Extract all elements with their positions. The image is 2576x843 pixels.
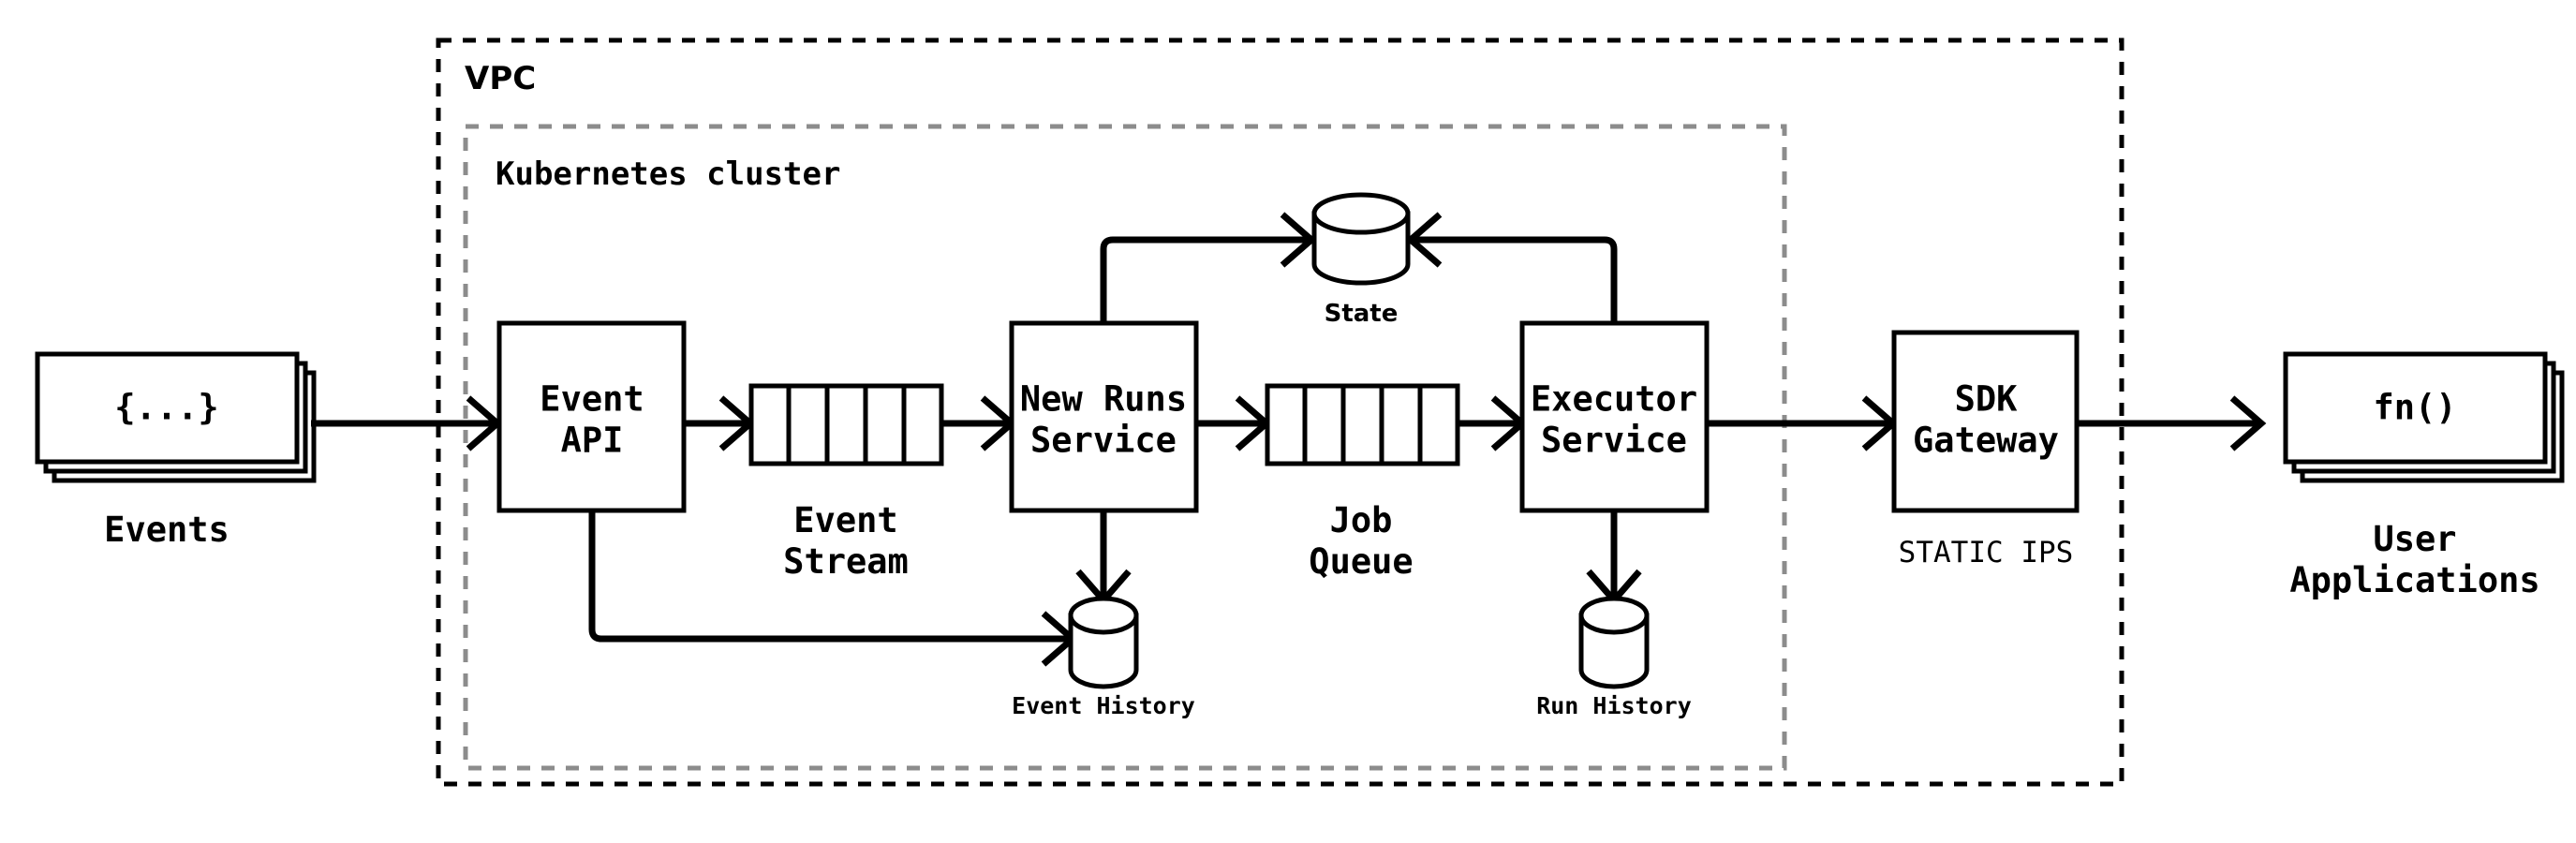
edge-executor-service-to-state bbox=[1405, 212, 1618, 323]
executor-service-label-line2: Service bbox=[1541, 421, 1687, 461]
state-cylinder-top bbox=[1311, 192, 1411, 235]
event-api-box bbox=[496, 320, 687, 513]
node-run-history[interactable] bbox=[1578, 596, 1650, 689]
vpc-border-rect bbox=[436, 37, 2124, 787]
node-executor-service[interactable]: Executor Service bbox=[1519, 320, 1710, 513]
arrow-head-icon bbox=[2229, 395, 2267, 451]
zone-kubernetes-cluster: Kubernetes cluster bbox=[463, 124, 1787, 771]
node-event-stream[interactable] bbox=[748, 383, 944, 466]
sdk-gateway-box bbox=[1891, 330, 2080, 513]
node-events[interactable]: {...} bbox=[35, 351, 317, 483]
events-payload-label: {...} bbox=[114, 388, 218, 428]
edge-new-runs-service-to-state bbox=[1100, 212, 1317, 323]
run-history-cylinder-body bbox=[1578, 613, 1650, 689]
sdk-gateway-label-line2: Gateway bbox=[1913, 421, 2059, 461]
new-runs-service-label-line1: New Runs bbox=[1020, 379, 1187, 420]
edge-events-to-event-api bbox=[311, 395, 503, 451]
event-stream-caption-line1: Event bbox=[793, 500, 897, 540]
state-caption: State bbox=[1325, 300, 1399, 328]
edge-event-api-to-event-stream bbox=[684, 395, 756, 451]
node-event-api[interactable]: Event API bbox=[496, 320, 687, 513]
job-queue-caption-line1: Job bbox=[1330, 500, 1393, 540]
sdk-gateway-annotation: STATIC IPS bbox=[1899, 536, 2074, 569]
event-stream-caption-line2: Stream bbox=[783, 541, 909, 582]
edge-event-stream-to-new-runs-service bbox=[941, 395, 1017, 451]
job-queue-caption-line2: Queue bbox=[1309, 541, 1413, 582]
user-applications-caption-line1: User bbox=[2373, 519, 2456, 559]
vpc-label: VPC bbox=[465, 60, 536, 97]
arrow-head-icon bbox=[1405, 212, 1443, 268]
node-event-history[interactable] bbox=[1068, 596, 1139, 689]
events-stack-layer-1 bbox=[35, 351, 300, 465]
event-stream-queue-box bbox=[748, 383, 944, 466]
job-queue-box bbox=[1265, 383, 1460, 466]
node-job-queue[interactable] bbox=[1265, 383, 1460, 466]
edge-executor-service-to-run-history bbox=[1586, 510, 1642, 606]
run-history-cylinder-top bbox=[1578, 596, 1650, 635]
event-api-label-line2: API bbox=[561, 421, 624, 461]
new-runs-service-label-line2: Service bbox=[1030, 421, 1177, 461]
node-state[interactable] bbox=[1311, 192, 1411, 286]
user-applications-fn-label: fn() bbox=[2373, 388, 2456, 428]
user-applications-caption-line2: Applications bbox=[2289, 560, 2539, 600]
kubernetes-border-rect bbox=[463, 124, 1787, 771]
node-new-runs-service[interactable]: New Runs Service bbox=[1009, 320, 1199, 513]
user-applications-stack-layer-1 bbox=[2283, 351, 2548, 465]
event-history-cylinder-top bbox=[1068, 596, 1139, 635]
events-caption: Events bbox=[104, 510, 229, 550]
event-api-label-line1: Event bbox=[540, 379, 644, 420]
edge-sdk-gateway-to-user-applications bbox=[2077, 395, 2267, 451]
edge-executor-service-to-sdk-gateway bbox=[1707, 395, 1899, 451]
executor-service-box bbox=[1519, 320, 1710, 513]
edge-new-runs-service-to-job-queue bbox=[1196, 395, 1272, 451]
arrow-head-icon bbox=[1280, 212, 1317, 268]
sdk-gateway-label-line1: SDK bbox=[1955, 379, 2019, 420]
edge-new-runs-service-to-event-history bbox=[1075, 510, 1132, 606]
event-history-caption: Event History bbox=[1012, 692, 1195, 719]
zone-vpc: VPC bbox=[436, 37, 2124, 787]
edge-job-queue-to-executor-service bbox=[1458, 395, 1528, 451]
executor-service-label-line1: Executor bbox=[1531, 379, 1697, 420]
kubernetes-cluster-label: Kubernetes cluster bbox=[496, 155, 840, 193]
node-sdk-gateway[interactable]: SDK Gateway bbox=[1891, 330, 2080, 513]
node-user-applications[interactable]: fn() bbox=[2283, 351, 2565, 483]
event-history-cylinder-body bbox=[1068, 613, 1139, 689]
run-history-caption: Run History bbox=[1536, 692, 1692, 719]
